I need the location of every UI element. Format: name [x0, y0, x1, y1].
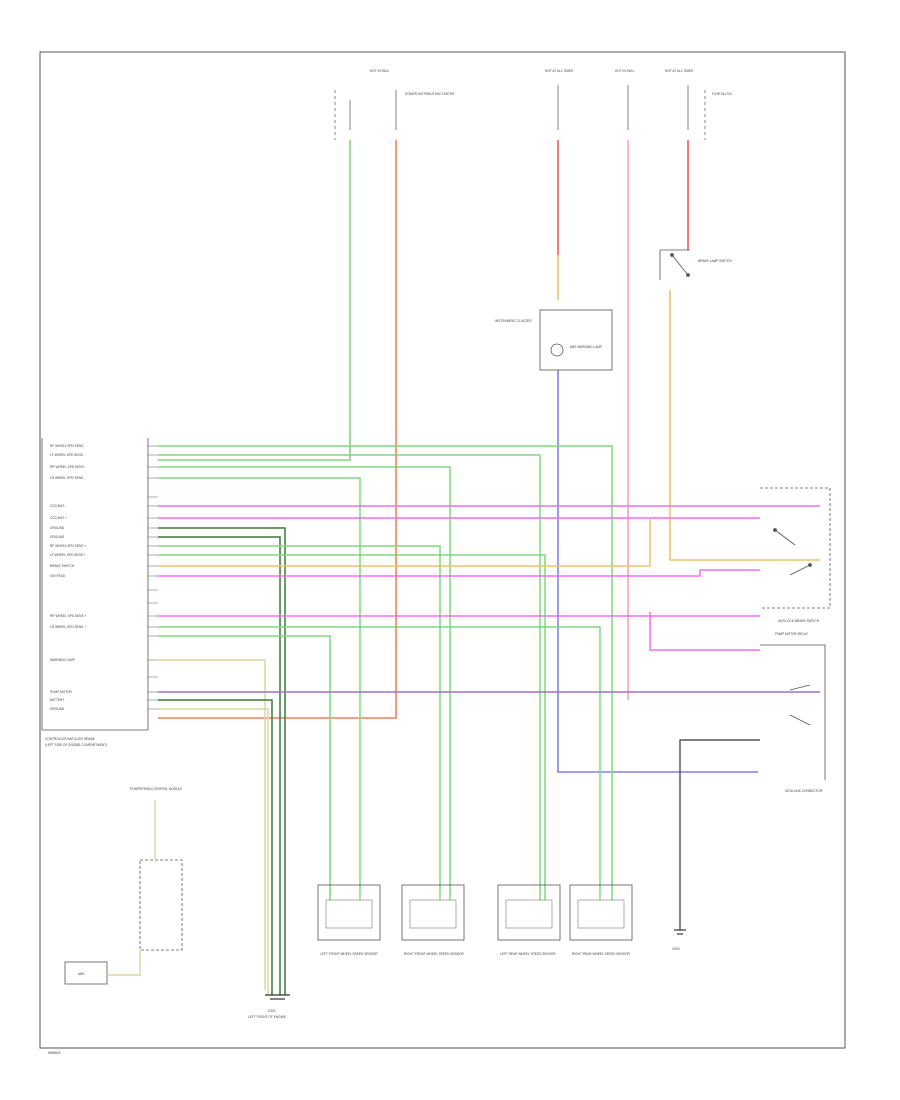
- pin-label: RF WHEEL SPD SENS +: [50, 544, 86, 548]
- ground-right: [674, 739, 760, 935]
- pump-relay-label: PUMP MOTOR RELAY: [775, 632, 809, 636]
- module-label: CONTROLLER ANTILOCK BRAKE: [45, 737, 95, 741]
- wheel-speed-sensors: LEFT FRONT WHEEL SPEED SENSOR RIGHT FRONT…: [317, 884, 633, 956]
- pin-label: RF WHEEL SPD SENS -: [50, 444, 85, 448]
- antilock-brake-switch: [760, 487, 831, 609]
- brake-lamp-switch: [659, 249, 690, 280]
- sensor-label: RIGHT REAR WHEEL SPEED SENSOR: [572, 952, 630, 956]
- pin-label: GROUND: [50, 535, 65, 539]
- sensor-inner: [325, 899, 373, 929]
- diagram-frame: [39, 51, 846, 1049]
- cluster-label: INSTRUMENT CLUSTER: [495, 319, 532, 323]
- pin-label: IGN FEED: [50, 574, 66, 578]
- top-fuse-2-label: HOT AT ALL TIMES: [545, 69, 573, 73]
- pin-label: CCD BUS +: [50, 516, 67, 520]
- side-note-label: DATA LINK CONNECTOR: [785, 789, 823, 793]
- pin-label: GROUND: [50, 526, 65, 530]
- top-fuse-3-label: HOT IN RUN: [615, 69, 634, 73]
- wheel-speed-sensor: [317, 884, 381, 941]
- pin-label: BRAKE SWITCH: [50, 564, 75, 568]
- ground-bottom: [265, 994, 290, 1000]
- pin-label: GROUND: [50, 707, 65, 711]
- lr-switch-label: ANTILOCK BRAKE SWITCH: [778, 619, 820, 623]
- pin-label: RR WHEEL SPD SENS -: [50, 465, 86, 469]
- ground-bottom-desc: LEFT FRONT OF ENGINE: [248, 1015, 286, 1019]
- sensor-label: LEFT REAR WHEEL SPEED SENSOR: [500, 952, 556, 956]
- aux-box-label: ABS: [78, 972, 84, 976]
- ground-right-label: G300: [672, 947, 680, 951]
- pin-label: BATTERY: [50, 698, 65, 702]
- instrument-cluster: [539, 309, 613, 371]
- abs-controller: [41, 438, 149, 731]
- wheel-speed-sensor: [569, 884, 633, 941]
- cluster-desc: ABS WARNING LAMP: [570, 345, 602, 349]
- ground-bottom-label: G101: [268, 1009, 276, 1013]
- pin-label: LF WHEEL SPD SENS +: [50, 553, 86, 557]
- pin-label: CCD BUS -: [50, 504, 66, 508]
- sensor-inner: [409, 899, 457, 929]
- top-fuse-4-label: HOT AT ALL TIMES: [665, 69, 693, 73]
- pin-label: LR WHEEL SPD SENS -: [50, 476, 85, 480]
- footer-code: W0001: [48, 1050, 61, 1055]
- brake-switch-label: BRAKE LAMP SWITCH: [698, 259, 732, 263]
- wire-runs: [158, 140, 820, 773]
- top-fuse-1-desc: POWER DISTRIBUTION CENTER: [405, 92, 455, 96]
- module-harness: [158, 445, 820, 995]
- sensor-inner: [505, 899, 553, 929]
- sensor-label: LEFT FRONT WHEEL SPEED SENSOR: [320, 952, 378, 956]
- wheel-speed-sensor: [497, 884, 561, 941]
- pin-label: PUMP MOTOR: [50, 690, 73, 694]
- aux-desc: POWERTRAIN CONTROL MODULE: [130, 787, 182, 791]
- pin-label: WARNING LAMP: [50, 658, 75, 662]
- top-fuse-1-label: HOT IN RUN: [370, 69, 389, 73]
- pin-label: LF WHEEL SPD SENS -: [50, 453, 85, 457]
- pin-label: RR WHEEL SPD SENS +: [50, 614, 87, 618]
- module-desc: (LEFT SIDE OF ENGINE COMPARTMENT): [45, 743, 107, 747]
- pin-labels: RF WHEEL SPD SENS - LF WHEEL SPD SENS - RR…: [50, 444, 158, 711]
- pin-label: LR WHEEL SPD SENS +: [50, 625, 86, 629]
- sensor-inner: [577, 899, 625, 929]
- pump-motor-relay: [760, 644, 826, 780]
- wheel-speed-sensor: [401, 884, 465, 941]
- sensor-label: RIGHT FRONT WHEEL SPEED SENSOR: [404, 952, 465, 956]
- top-fuses: [334, 85, 706, 140]
- aux-module: [64, 800, 183, 985]
- top-fuse-4-desc: FUSE BLOCK: [712, 92, 733, 96]
